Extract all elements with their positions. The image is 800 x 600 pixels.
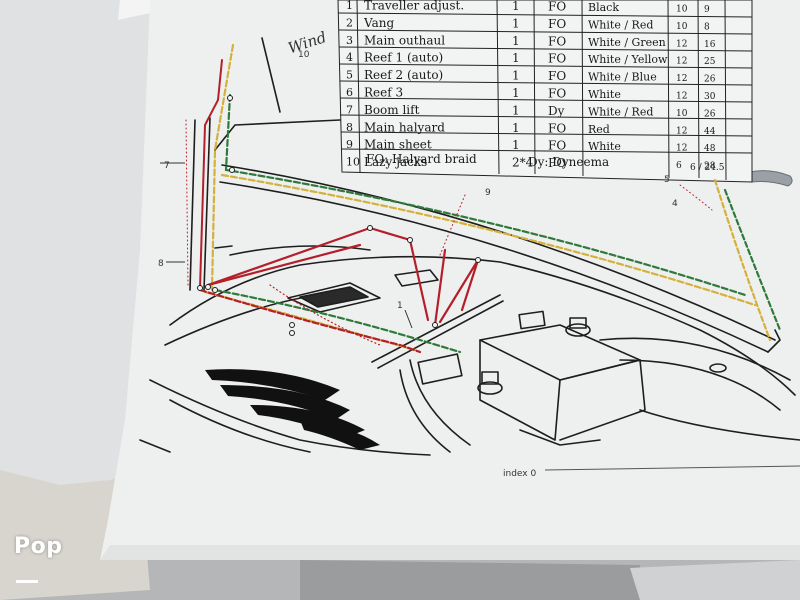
hull-windows bbox=[205, 369, 380, 450]
table-cell-qty: 1 bbox=[512, 86, 520, 100]
tab-corner bbox=[118, 0, 160, 20]
page-index: index 0 bbox=[503, 469, 536, 479]
blocks bbox=[197, 95, 481, 336]
table-cell-num: 2 bbox=[346, 16, 353, 29]
table-cell-num: 4 bbox=[346, 51, 353, 64]
table-cell-l: 28 bbox=[704, 162, 716, 172]
watermark-logo: Pop bbox=[14, 534, 63, 559]
left-paper-stack bbox=[0, 0, 150, 600]
table-cell-num: 8 bbox=[346, 121, 353, 134]
table-cell-num: 1 bbox=[346, 0, 353, 12]
page-bottom-edge bbox=[100, 545, 800, 560]
callout-10: 10 bbox=[298, 50, 310, 60]
table-cell-num: 6 bbox=[346, 86, 353, 99]
table-cell-name: Boom lift bbox=[364, 103, 420, 117]
table-cell-l: 9 bbox=[704, 5, 710, 15]
table-cell-color: White / Green bbox=[588, 36, 666, 49]
table-cell-color: Black bbox=[588, 1, 619, 14]
table-cell-qty: 1 bbox=[512, 51, 520, 65]
table-cell-type: FO bbox=[548, 17, 566, 31]
deck-drawing bbox=[139, 37, 800, 456]
callout-5: 5 bbox=[664, 175, 670, 185]
table-cell-l: 48 bbox=[704, 144, 716, 154]
table-cell-type: FO bbox=[548, 156, 566, 170]
bottom-shadow bbox=[300, 560, 640, 600]
table-cell-qty: 1 bbox=[512, 138, 520, 152]
table-cell-type: FO bbox=[548, 87, 566, 101]
table-cell-qty: 2*4 bbox=[512, 156, 534, 170]
table-cell-name: Main halyard bbox=[364, 120, 445, 134]
table-cell-name: Traveller adjust. bbox=[364, 0, 464, 13]
table-cell-name: Reef 1 (auto) bbox=[364, 51, 443, 65]
table-cell-type: FO bbox=[548, 34, 566, 48]
table-cell-color: White bbox=[588, 88, 621, 101]
callout-4: 4 bbox=[672, 199, 678, 209]
table-cell-name: Lazy-jacks bbox=[364, 155, 427, 169]
table-cell-name: Main sheet bbox=[364, 138, 432, 152]
table-cell-type: FO bbox=[548, 52, 566, 66]
table-cell-d: 12 bbox=[676, 74, 687, 84]
callout-9: 9 bbox=[485, 188, 491, 198]
table-cell-qty: 1 bbox=[512, 0, 520, 13]
watermark-underline bbox=[16, 580, 38, 583]
table-cell-l: 8 bbox=[704, 22, 710, 32]
callout-1: 1 bbox=[397, 301, 403, 311]
table-cell-d: 12 bbox=[676, 92, 687, 102]
table-cell-num: 3 bbox=[346, 34, 353, 47]
table-cell-type: FO bbox=[548, 69, 566, 83]
table-cell-qty: 1 bbox=[512, 121, 520, 135]
control-lines bbox=[185, 43, 782, 354]
table-cell-l: 16 bbox=[704, 40, 716, 50]
callout-8: 8 bbox=[158, 259, 164, 269]
table-cell-d: 10 bbox=[676, 22, 688, 32]
table-cell-num: 9 bbox=[346, 138, 353, 151]
callout-numbers: 10 7 8 9 1 5 4 bbox=[158, 50, 678, 329]
binder-ring bbox=[749, 170, 793, 187]
table-cell-type: FO bbox=[548, 139, 566, 153]
table-cell-qty: 1 bbox=[512, 103, 520, 117]
table-cell-d: 12 bbox=[676, 144, 687, 154]
table-extra: 6 / 24.5 bbox=[690, 163, 725, 173]
bottom-right-paper bbox=[630, 560, 800, 600]
table-cell-name: Reef 2 (auto) bbox=[364, 68, 443, 82]
table-cell-name: Main outhaul bbox=[364, 33, 445, 47]
table-cell-color: White / Blue bbox=[588, 71, 657, 84]
table-cell-color: White bbox=[588, 140, 621, 153]
table-cell-l: 26 bbox=[704, 109, 716, 119]
table-cell-type: Dy bbox=[548, 104, 565, 118]
table-cell-qty: 1 bbox=[512, 69, 520, 83]
table-cell-qty: 1 bbox=[512, 34, 520, 48]
table-cell-d: 12 bbox=[676, 39, 687, 49]
callout-7: 7 bbox=[164, 161, 170, 171]
table-cell-num: 7 bbox=[346, 103, 353, 116]
table-cell-color: White / Yellow bbox=[588, 53, 668, 66]
table-cell-d: 10 bbox=[676, 109, 688, 119]
legend-dy: Dy: Dyneema bbox=[528, 155, 609, 169]
table-cell-color: White / Red bbox=[588, 18, 653, 31]
table-cell-name: Vang bbox=[363, 16, 394, 30]
table-cell-d: 10 bbox=[676, 5, 688, 15]
table-cell-name: Reef 3 bbox=[364, 86, 403, 100]
legend-fo: FO: Halyard braid bbox=[366, 152, 477, 166]
table-cell-l: 26 bbox=[704, 75, 716, 85]
table-cell-num: 10 bbox=[346, 156, 360, 169]
table-cell-type: FO bbox=[548, 0, 566, 14]
table-cell-d: 6 bbox=[676, 161, 682, 171]
table-cell-d: 12 bbox=[676, 57, 687, 67]
footer-rule bbox=[544, 465, 800, 471]
table-cell-d: 12 bbox=[676, 126, 687, 136]
table-cell-num: 5 bbox=[346, 69, 353, 82]
table-cell-color: Red bbox=[588, 123, 610, 136]
table-cell-color: White / Red bbox=[588, 105, 653, 118]
table-cell-l: 25 bbox=[704, 57, 716, 67]
table-cell-l: 30 bbox=[704, 92, 716, 102]
table-cell-l: 44 bbox=[704, 127, 716, 137]
table-cell-qty: 1 bbox=[512, 16, 520, 30]
table-cell-type: FO bbox=[548, 121, 566, 135]
rigging-table bbox=[337, 0, 753, 183]
